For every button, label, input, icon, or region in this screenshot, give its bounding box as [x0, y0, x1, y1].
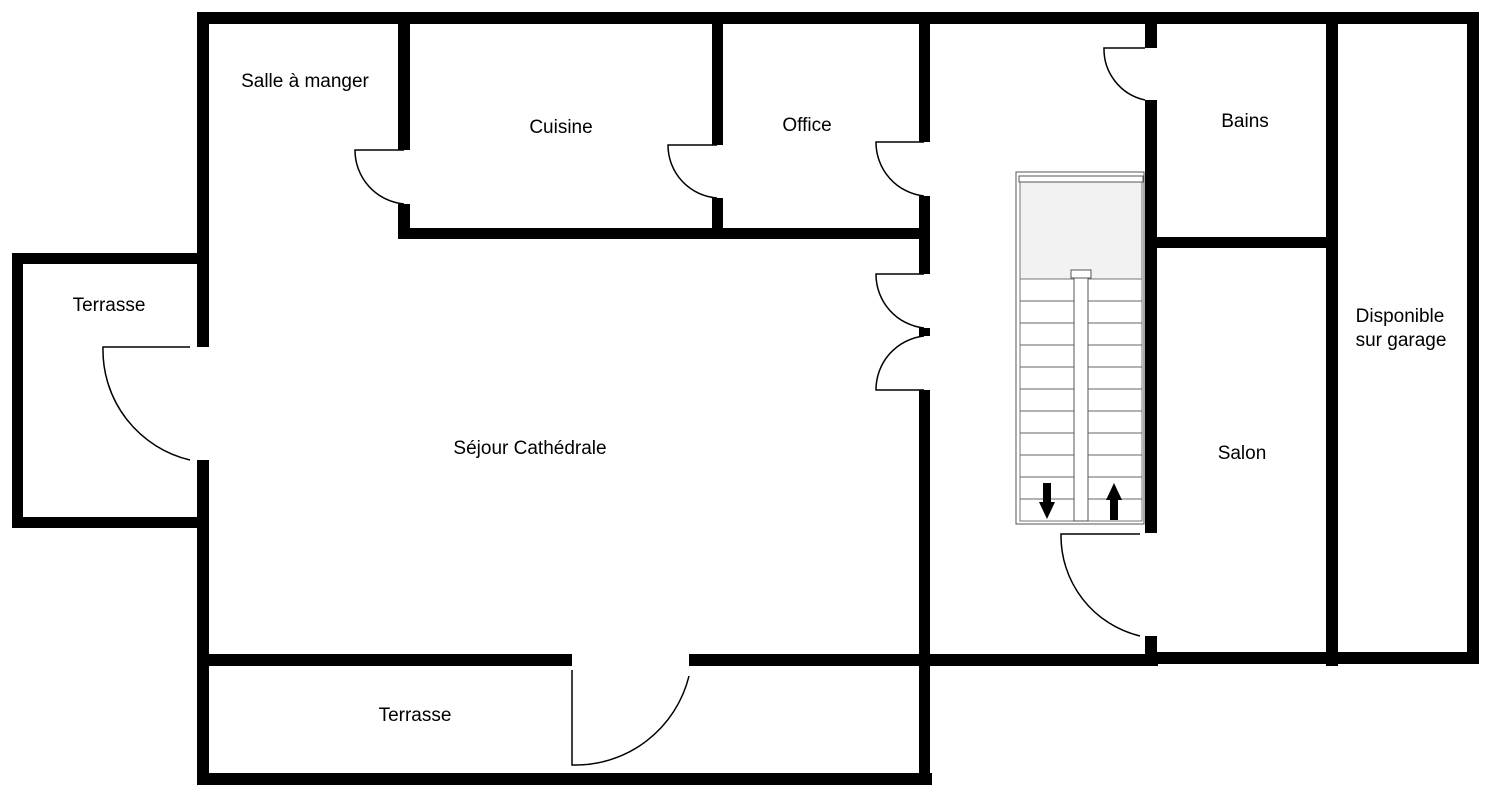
room-label-terrasse-left: Terrasse [73, 295, 146, 316]
room-label-garage-line2: sur garage [1356, 330, 1447, 351]
room-label-bains: Bains [1221, 111, 1269, 132]
wall [1145, 100, 1157, 533]
arrow-down-icon [1039, 483, 1055, 519]
wall [197, 460, 209, 785]
wall [197, 12, 209, 347]
room-label-salon: Salon [1218, 443, 1267, 464]
wall [919, 196, 930, 274]
door-salon-hall [1060, 533, 1141, 637]
wall [197, 654, 572, 666]
door-sejour-hall-lower [875, 335, 925, 391]
staircase [1015, 171, 1145, 525]
stair-divider [1070, 269, 1092, 279]
wall [919, 390, 930, 785]
wall [197, 12, 1479, 24]
room-label-office: Office [782, 115, 831, 136]
stair-steps [1020, 300, 1142, 500]
stair-landing [1019, 181, 1143, 280]
walls [12, 12, 1479, 785]
wall [12, 253, 204, 264]
wall [398, 228, 723, 239]
door-bains [1103, 47, 1146, 101]
door-sejour-hall-upper [875, 273, 925, 329]
door-terrasse-bottom [571, 670, 690, 766]
stair-divider [1073, 277, 1089, 522]
doors [102, 47, 1146, 766]
wall [919, 12, 930, 142]
room-labels: Salle à manger Cuisine Office Bains Terr… [73, 71, 1447, 726]
stair-top-rail [1018, 175, 1144, 183]
wall [919, 328, 930, 336]
wall [712, 198, 723, 239]
wall [1145, 12, 1157, 48]
wall [197, 773, 932, 785]
wall [712, 12, 723, 145]
wall [712, 228, 930, 239]
door-office-hall [875, 141, 925, 197]
door-cuisine-office [667, 144, 718, 199]
room-label-sejour: Séjour Cathédrale [453, 438, 606, 459]
arrow-up-icon [1106, 483, 1122, 520]
room-label-terrasse-bottom: Terrasse [379, 705, 452, 726]
wall [1326, 12, 1338, 666]
room-label-salle-a-manger: Salle à manger [241, 71, 369, 92]
door-terrasse-left [102, 346, 191, 461]
wall [398, 12, 410, 150]
room-label-garage-line1: Disponible [1356, 306, 1445, 327]
wall [1467, 12, 1479, 664]
door-salle-cuisine [354, 149, 405, 205]
wall [12, 253, 23, 528]
wall [1145, 237, 1338, 248]
wall [689, 654, 1158, 666]
wall [12, 517, 204, 528]
wall [1145, 652, 1479, 664]
room-label-cuisine: Cuisine [529, 117, 592, 138]
